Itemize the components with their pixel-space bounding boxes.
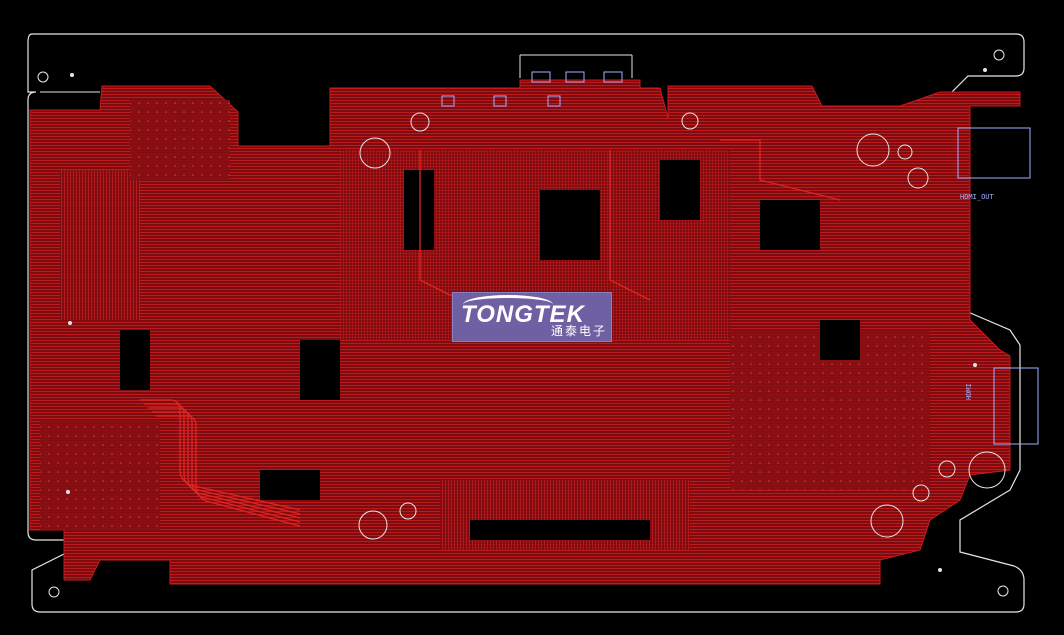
connector-right: [993, 367, 1039, 445]
trace-region-top-left: [130, 100, 230, 180]
top-small-components: [441, 71, 623, 107]
silk-label-top-right: HDMI_OUT: [960, 193, 994, 201]
board-outline: [27, 33, 1025, 613]
logo-brand-text: TONGTEK: [461, 301, 585, 328]
logo-arc: [463, 295, 553, 314]
logo-subtitle: 通泰电子: [550, 324, 607, 338]
void-areas: [120, 160, 860, 540]
silk-label-right: HDMI: [965, 383, 973, 400]
trace-region-left: [60, 170, 140, 320]
bus-traces: [140, 139, 841, 527]
connector-top-right: [957, 127, 1031, 179]
trace-region-lower-left: [40, 420, 160, 530]
tongtek-logo: TONGTEK 通泰电子: [452, 292, 612, 342]
small-vias: [66, 68, 987, 572]
mounting-holes: [37, 49, 1009, 598]
